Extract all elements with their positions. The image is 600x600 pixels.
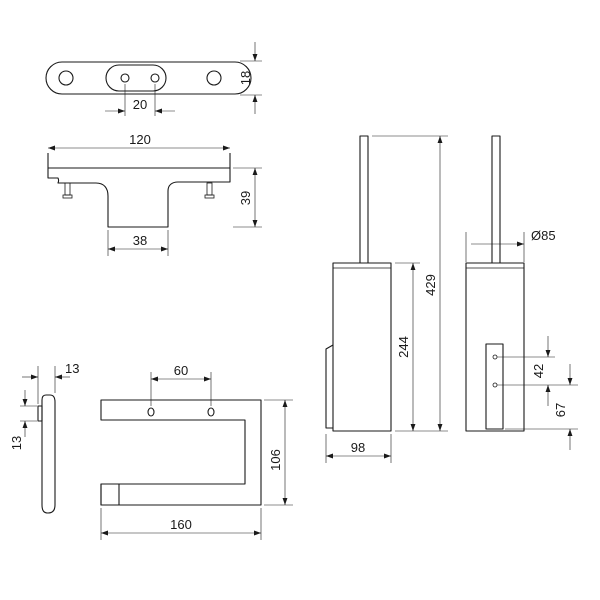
dim-bracket-offset: 67 [553, 403, 568, 417]
dim-mount-depth: 39 [238, 191, 253, 205]
dim-holder-height: 429 [423, 274, 438, 296]
dim-roll-width: 160 [170, 517, 192, 532]
mount-plate-side-view [47, 145, 262, 256]
dim-container-height: 244 [396, 336, 411, 358]
brush-holder-side-view [465, 135, 578, 450]
dim-container-depth: 98 [351, 440, 365, 455]
dim-bracket-hole-spacing: 42 [531, 364, 546, 378]
mount-plate-top-view [45, 42, 262, 116]
dim-mount-plate-height: 18 [238, 71, 253, 85]
dim-roll-height: 106 [268, 449, 283, 471]
roll-holder-side-view [20, 366, 70, 514]
dim-roll-edge: 13 [9, 436, 24, 450]
roll-holder-front-view [100, 372, 293, 540]
dim-mount-width: 120 [129, 132, 151, 147]
dim-mount-foot: 38 [133, 233, 147, 248]
dim-roll-hole-spacing: 60 [174, 363, 188, 378]
dim-mount-hole-spacing: 20 [133, 97, 147, 112]
dim-container-diameter: Ø85 [531, 228, 556, 243]
brush-holder-front-view [325, 135, 448, 463]
dim-roll-thickness: 13 [65, 361, 79, 376]
